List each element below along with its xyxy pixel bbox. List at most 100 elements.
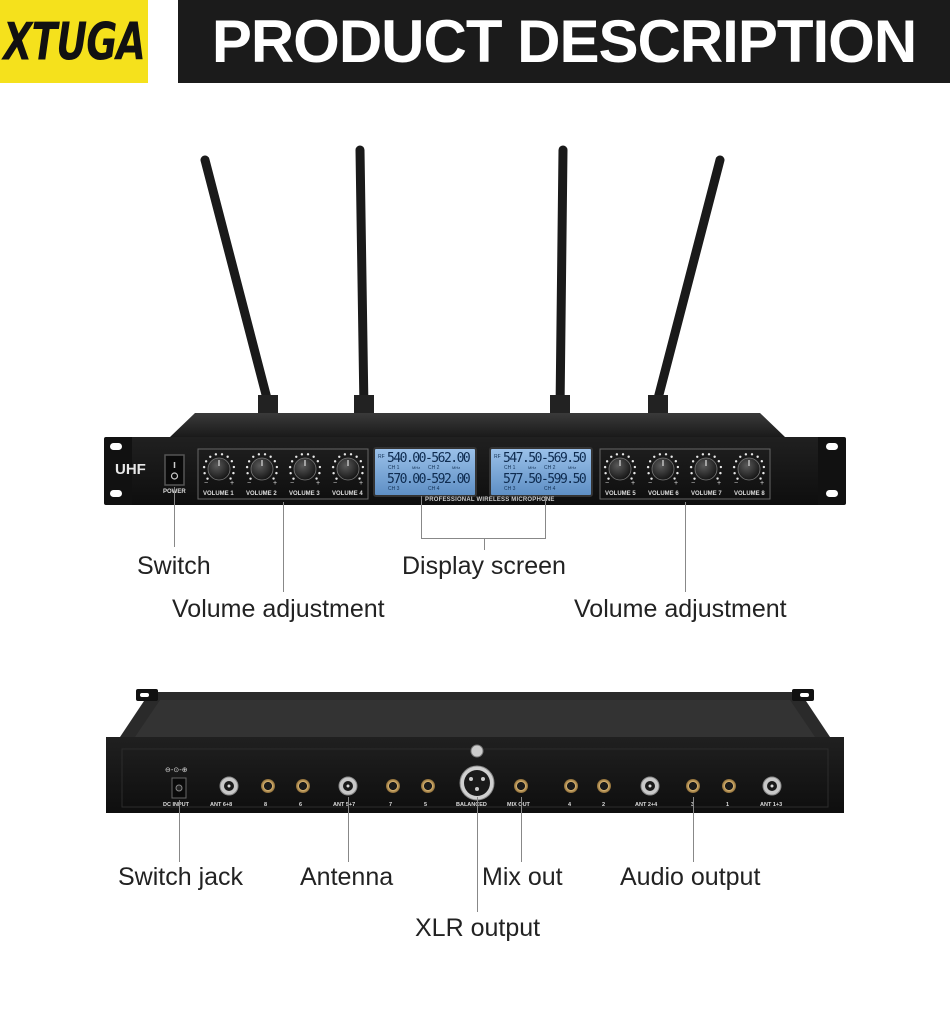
callout-xlr-output: XLR output <box>415 914 541 942</box>
line-display-right <box>545 496 546 538</box>
volume-knob: −+ <box>646 453 680 487</box>
audio-jack <box>296 779 310 793</box>
label-out-7: 7 <box>389 802 393 808</box>
volume-label-7: VOLUME 7 <box>691 491 722 497</box>
label-out-2: 2 <box>602 802 606 808</box>
lcd-right-ch3: CH 3 <box>504 486 516 492</box>
line-display-center <box>484 538 485 550</box>
lcd-left-unit2: MHz <box>452 465 461 470</box>
page-title: PRODUCT DESCRIPTION <box>211 8 917 75</box>
svg-text:−: − <box>691 480 695 487</box>
audio-jack <box>261 779 275 793</box>
volume-knobs: −+−+−+−+−+−+−+−+ <box>202 453 766 487</box>
svg-text:+: + <box>674 480 678 487</box>
lcd-right-ch1: CH 1 <box>504 465 516 471</box>
svg-text:+: + <box>230 480 234 487</box>
line-audio-output <box>693 797 694 862</box>
line-mix-out <box>521 797 522 862</box>
xlr-latch <box>470 744 484 758</box>
display-screen-right <box>489 447 593 497</box>
title-bar: PRODUCT DESCRIPTION <box>178 0 950 83</box>
lcd-right-unit2: MHz <box>568 465 577 470</box>
label-ant-24: ANT 2+4 <box>635 802 658 808</box>
volume-knob: −+ <box>331 453 365 487</box>
lcd-right-line1: 547.50-569.50 <box>503 451 587 466</box>
svg-text:+: + <box>359 480 363 487</box>
label-ant-57: ANT 5+7 <box>333 802 356 808</box>
volume-label-5: VOLUME 5 <box>605 491 636 497</box>
label-out-6: 6 <box>299 802 303 808</box>
callout-volume-left: Volume adjustment <box>172 595 385 623</box>
display-screen-left <box>373 447 477 497</box>
volume-knob: −+ <box>689 453 723 487</box>
panel-caption: PROFESSIONAL WIRELESS MICROPHONE <box>425 497 555 503</box>
lcd-right-rf: RF <box>494 454 501 460</box>
label-mix-out: MIX OUT <box>507 802 530 808</box>
svg-text:−: − <box>333 480 337 487</box>
svg-text:+: + <box>760 480 764 487</box>
volume-knob: −+ <box>202 453 236 487</box>
label-balanced: BALANCED <box>456 802 487 808</box>
volume-frame-right <box>599 448 771 500</box>
lcd-right-line2: 577.50-599.50 <box>503 472 587 487</box>
line-xlr <box>477 797 478 912</box>
back-connectors: ⊖-⊙-⊕ <box>165 744 782 801</box>
lcd-left-ch4: CH 4 <box>428 486 440 492</box>
callout-switch: Switch <box>137 552 211 580</box>
lcd-right-unit1: MHz <box>528 465 537 470</box>
lcd-left-rf: RF <box>378 454 385 460</box>
dc-polarity-icon: ⊖-⊙-⊕ <box>165 766 188 774</box>
svg-text:+: + <box>717 480 721 487</box>
svg-text:−: − <box>605 480 609 487</box>
callout-antenna: Antenna <box>300 863 394 891</box>
svg-text:−: − <box>247 480 251 487</box>
line-volume-right <box>685 502 686 592</box>
volume-label-4: VOLUME 4 <box>332 491 363 497</box>
antennas-front <box>200 145 725 415</box>
volume-label-6: VOLUME 6 <box>648 491 679 497</box>
audio-jack <box>597 779 611 793</box>
audio-jack <box>686 779 700 793</box>
svg-text:−: − <box>290 480 294 487</box>
lcd-right-ch4: CH 4 <box>544 486 556 492</box>
front-rack-ears <box>104 437 846 505</box>
lcd-left-ch3: CH 3 <box>388 486 400 492</box>
volume-knob: −+ <box>603 453 637 487</box>
label-out-8: 8 <box>264 802 268 808</box>
callout-mix-out: Mix out <box>482 863 563 891</box>
volume-label-1: VOLUME 1 <box>203 491 234 497</box>
callout-switch-jack: Switch jack <box>118 863 244 891</box>
svg-text:−: − <box>204 480 208 487</box>
brand-logo: XTUGA <box>0 0 148 83</box>
audio-jack <box>421 779 435 793</box>
audio-jack <box>564 779 578 793</box>
label-out-4: 4 <box>568 802 572 808</box>
uhf-badge: UHF <box>115 461 146 478</box>
svg-text:−: − <box>734 480 738 487</box>
volume-knob: −+ <box>732 453 766 487</box>
audio-jack <box>722 779 736 793</box>
volume-label-2: VOLUME 2 <box>246 491 277 497</box>
volume-knob: −+ <box>245 453 279 487</box>
label-out-1: 1 <box>726 802 730 808</box>
lcd-left-ch2: CH 2 <box>428 465 440 471</box>
label-ant-68: ANT 6+8 <box>210 802 233 808</box>
lcd-left-line2: 570.00-592.00 <box>387 472 471 487</box>
lcd-left-unit1: MHz <box>412 465 421 470</box>
lcd-left-ch1: CH 1 <box>388 465 400 471</box>
volume-knob: −+ <box>288 453 322 487</box>
callout-volume-right: Volume adjustment <box>574 595 787 623</box>
power-switch <box>164 454 185 486</box>
line-display-bottom <box>421 538 546 539</box>
line-volume-left <box>283 502 284 592</box>
line-switch <box>174 487 175 547</box>
lcd-left-line1: 540.00-562.00 <box>387 451 471 466</box>
audio-jack <box>386 779 400 793</box>
svg-text:+: + <box>316 480 320 487</box>
svg-text:+: + <box>631 480 635 487</box>
volume-label-3: VOLUME 3 <box>289 491 320 497</box>
svg-text:+: + <box>273 480 277 487</box>
audio-jack <box>514 779 528 793</box>
label-dc-input: DC INPUT <box>163 802 189 808</box>
